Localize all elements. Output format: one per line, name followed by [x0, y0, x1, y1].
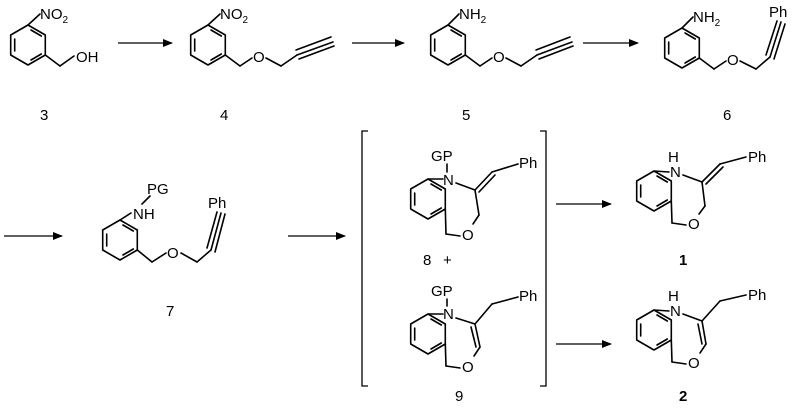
- compound-3: NO2 OH 3: [9, 6, 99, 124]
- amine-label: NH2: [693, 9, 721, 29]
- compound-label-1: 1: [679, 252, 687, 269]
- nh-label: NH: [133, 206, 155, 223]
- nitro-label: NO2: [40, 6, 69, 26]
- n-hydrogen-label: H: [668, 149, 679, 166]
- ring-oxygen-label: O: [688, 355, 700, 372]
- ether-oxygen-label: O: [493, 49, 505, 66]
- ether-oxygen-label: O: [253, 49, 265, 66]
- compound-label-5: 5: [462, 107, 470, 124]
- compound-label-7: 7: [166, 303, 174, 320]
- compound-7: NH PG O Ph 7: [101, 181, 226, 320]
- compound-label-8: 8: [423, 252, 431, 269]
- protecting-group-label: PG: [147, 181, 169, 198]
- plus-sign: +: [443, 252, 452, 269]
- ether-oxygen-label: O: [167, 245, 179, 262]
- amine-label: NH2: [459, 6, 487, 26]
- phenyl-label: Ph: [769, 4, 787, 21]
- compound-6: NH2 O Ph 6: [663, 4, 787, 124]
- compound-4: NO2 O 4: [189, 6, 335, 124]
- nitro-label: NO2: [220, 6, 249, 26]
- compound-label-6: 6: [723, 107, 731, 124]
- compound-1: N H Ph O 1: [635, 149, 766, 269]
- ring-nitrogen-label: N: [670, 303, 681, 320]
- ring-nitrogen-label: N: [443, 172, 454, 189]
- n-hydrogen-label: H: [668, 288, 679, 305]
- left-bracket: [361, 130, 368, 387]
- hydroxyl-label: OH: [76, 49, 99, 66]
- compound-label-4: 4: [220, 107, 228, 124]
- phenyl-label: Ph: [748, 287, 766, 304]
- ring-nitrogen-label: N: [670, 164, 681, 181]
- ring-nitrogen-label: N: [443, 306, 454, 323]
- compound-label-3: 3: [40, 107, 48, 124]
- protecting-group-label: GP: [431, 283, 453, 300]
- compound-label-2: 2: [679, 388, 687, 405]
- compound-9: N GP Ph O 9: [409, 283, 537, 405]
- ring-oxygen-label: O: [688, 216, 700, 233]
- phenyl-label: Ph: [519, 288, 537, 305]
- phenyl-label: Ph: [519, 155, 537, 172]
- phenyl-label: Ph: [208, 195, 226, 212]
- ether-oxygen-label: O: [727, 52, 739, 69]
- protecting-group-label: GP: [431, 148, 453, 165]
- compound-label-9: 9: [455, 388, 463, 405]
- compound-2: N H Ph O 2: [635, 287, 766, 405]
- phenyl-label: Ph: [748, 149, 766, 166]
- right-bracket: [540, 130, 547, 387]
- ring-oxygen-label: O: [462, 359, 474, 376]
- ring-oxygen-label: O: [462, 227, 474, 244]
- compound-8: N GP Ph O 8 +: [409, 148, 537, 269]
- compound-5: NH2 O 5: [429, 6, 574, 124]
